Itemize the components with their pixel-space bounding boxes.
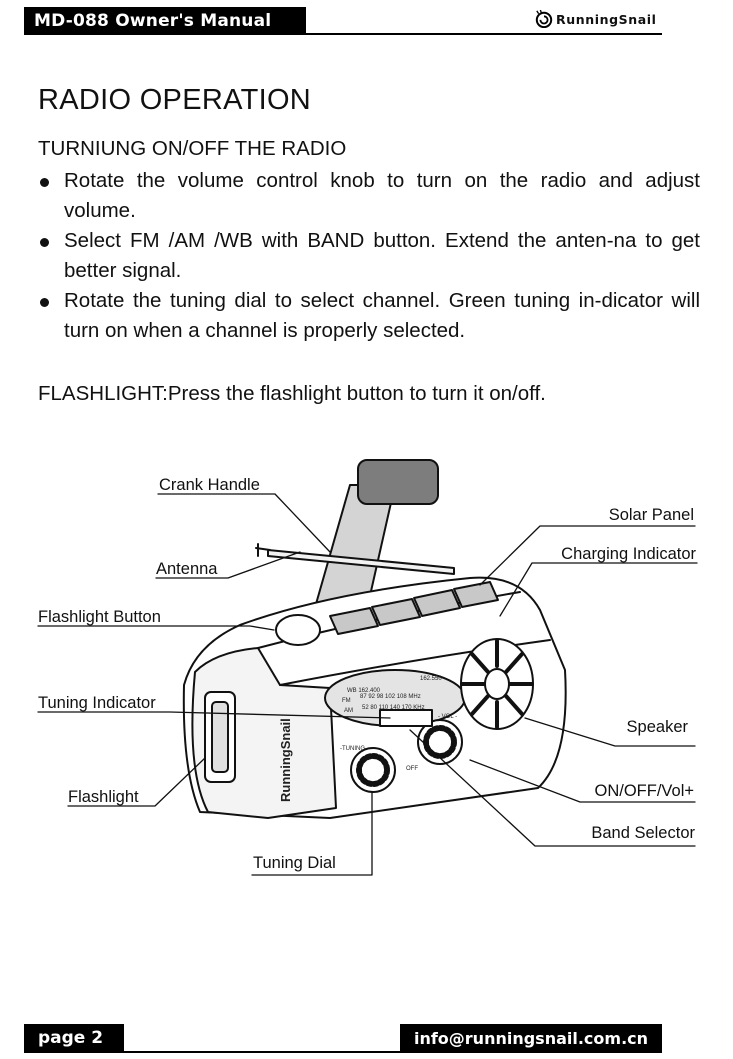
fm-scale: 87 92 98 102 108 MHz [360, 694, 421, 700]
list-item: Select FM /AM /WB with BAND button. Exte… [38, 226, 700, 286]
callout-flashlight-button: Flashlight Button [38, 608, 161, 626]
solar-panel-strips [329, 581, 499, 635]
volume-knob-label: - VOL - [438, 714, 457, 720]
am-scale: 52 80 110 140 170 KHz [362, 705, 425, 711]
callout-solar-panel: Solar Panel [609, 506, 694, 524]
antenna-rod [267, 549, 455, 575]
radio-diagram: WB 162.400 162.550 FM 87 92 98 102 108 M… [37, 459, 698, 876]
list-item: Rotate the volume control knob to turn o… [38, 166, 700, 226]
callout-on-off-vol: ON/OFF/Vol+ [595, 782, 694, 800]
flashlight-button-shape [275, 614, 321, 646]
crank-knob [357, 459, 439, 505]
am-band-label: AM [344, 708, 353, 714]
list-item: Rotate the tuning dial to select channel… [38, 286, 700, 346]
wb-band-label: WB 162.400 [347, 688, 381, 694]
page-title: RADIO OPERATION [38, 84, 312, 116]
brand-logo: RunningSnail [535, 10, 657, 28]
callout-antenna: Antenna [156, 560, 218, 578]
flashlight-instruction: FLASHLIGHT:Press the flashlight button t… [38, 382, 546, 406]
manual-header-title: MD-088 Owner's Manual [24, 7, 306, 35]
wb-band-end: 162.550 [420, 676, 442, 682]
footer-rule [124, 1051, 433, 1053]
callout-tuning-dial: Tuning Dial [253, 854, 336, 872]
page-number: page 2 [24, 1024, 124, 1053]
callout-flashlight: Flashlight [68, 788, 139, 806]
device-brand-print: RunningSnail [278, 718, 293, 802]
flashlight-text: Press the flashlight button to turn it o… [167, 382, 546, 405]
callout-charging-indicator: Charging Indicator [561, 545, 696, 563]
callout-speaker: Speaker [627, 718, 689, 736]
fm-band-label: FM [342, 698, 351, 704]
contact-email: info@runningsnail.com.cn [400, 1024, 662, 1053]
flashlight-label: FLASHLIGHT: [38, 382, 168, 405]
header-rule [24, 33, 662, 35]
section-subtitle: TURNIUNG ON/OFF THE RADIO [38, 137, 347, 160]
callout-band-selector: Band Selector [591, 824, 695, 842]
callout-crank-handle: Crank Handle [159, 476, 260, 494]
tuning-knob-label: -TUNING- [340, 746, 367, 752]
off-label: OFF [406, 766, 418, 772]
snail-logo-icon [535, 10, 553, 28]
brand-name: RunningSnail [556, 11, 657, 27]
instruction-list: Rotate the volume control knob to turn o… [38, 166, 700, 346]
callout-tuning-indicator: Tuning Indicator [38, 694, 156, 712]
